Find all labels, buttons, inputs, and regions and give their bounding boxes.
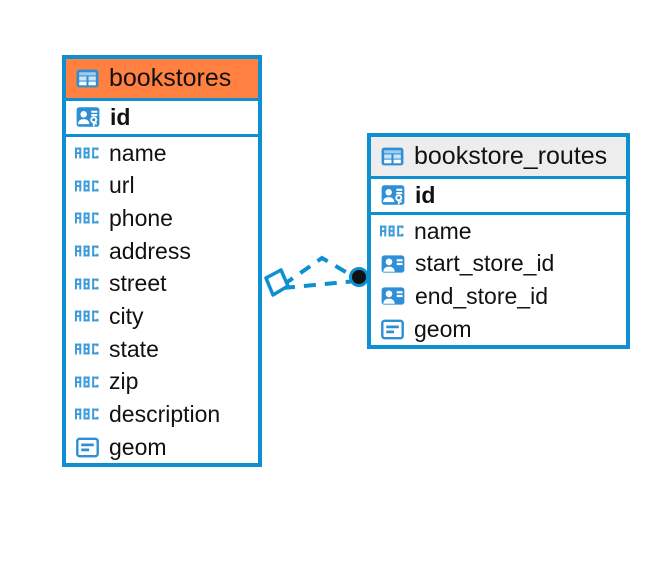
- field-label: name: [109, 139, 167, 166]
- entity-title: bookstores: [109, 64, 232, 92]
- fields-section-bookstore-routes: name start_store_id: [371, 215, 626, 346]
- field-row-geom[interactable]: geom: [371, 313, 626, 346]
- field-row-id[interactable]: id: [371, 179, 626, 212]
- field-label: city: [109, 303, 144, 330]
- field-row-city[interactable]: city: [66, 300, 258, 333]
- primary-key-icon: [76, 107, 100, 128]
- entity-header-bookstores[interactable]: bookstores: [66, 59, 258, 101]
- entity-table-bookstores[interactable]: bookstores id: [62, 55, 262, 468]
- text-abc-icon: [75, 212, 99, 224]
- field-row-id[interactable]: id: [66, 101, 258, 134]
- table-icon: [76, 69, 99, 87]
- filled-circle-marker: [349, 267, 369, 287]
- foreign-key-icon: [381, 287, 405, 306]
- field-row-state[interactable]: state: [66, 333, 258, 366]
- entity-table-bookstore-routes[interactable]: bookstore_routes id: [367, 133, 630, 350]
- foreign-key-icon: [381, 255, 405, 273]
- field-label: phone: [109, 205, 173, 232]
- relationship-line-lower: [282, 279, 357, 290]
- field-row-address[interactable]: address: [66, 235, 258, 268]
- field-row-name[interactable]: name: [66, 137, 258, 170]
- text-abc-icon: [380, 225, 404, 237]
- text-abc-icon: [75, 180, 99, 192]
- text-abc-icon: [75, 408, 99, 420]
- field-row-street[interactable]: street: [66, 267, 258, 300]
- field-label: geom: [109, 433, 167, 460]
- field-row-url[interactable]: url: [66, 169, 258, 202]
- field-label: geom: [414, 315, 472, 342]
- field-label: id: [415, 182, 436, 208]
- field-row-geom[interactable]: geom: [66, 431, 258, 464]
- primary-key-section: id: [371, 179, 626, 215]
- text-abc-icon: [75, 245, 99, 257]
- field-label: address: [109, 237, 191, 264]
- text-abc-icon: [75, 376, 99, 388]
- geometry-icon: [76, 437, 99, 457]
- field-label: name: [414, 217, 472, 244]
- field-label: street: [109, 270, 167, 297]
- field-label: zip: [109, 368, 139, 395]
- fields-section-bookstores: name: [66, 137, 258, 464]
- entity-title: bookstore_routes: [414, 142, 608, 170]
- field-label: end_store_id: [415, 283, 548, 310]
- field-row-zip[interactable]: zip: [66, 365, 258, 398]
- field-row-name[interactable]: name: [371, 215, 626, 248]
- text-abc-icon: [75, 147, 99, 159]
- field-label: start_store_id: [415, 250, 555, 277]
- table-icon: [381, 147, 404, 165]
- field-label: description: [109, 401, 221, 428]
- field-row-phone[interactable]: phone: [66, 202, 258, 235]
- text-abc-icon: [75, 310, 99, 322]
- text-abc-icon: [75, 278, 99, 290]
- field-row-start-store-id[interactable]: start_store_id: [371, 247, 626, 280]
- primary-key-section: id: [66, 101, 258, 137]
- open-diamond-marker: [264, 268, 290, 297]
- primary-key-icon: [381, 185, 405, 206]
- text-abc-icon: [75, 343, 99, 355]
- field-label: state: [109, 335, 159, 362]
- geometry-icon: [381, 319, 404, 339]
- field-row-end-store-id[interactable]: end_store_id: [371, 280, 626, 313]
- field-label: id: [110, 104, 131, 130]
- entity-header-bookstore-routes[interactable]: bookstore_routes: [371, 137, 626, 179]
- field-row-description[interactable]: description: [66, 398, 258, 431]
- field-label: url: [109, 172, 135, 199]
- relationship-line-upper: [281, 255, 358, 287]
